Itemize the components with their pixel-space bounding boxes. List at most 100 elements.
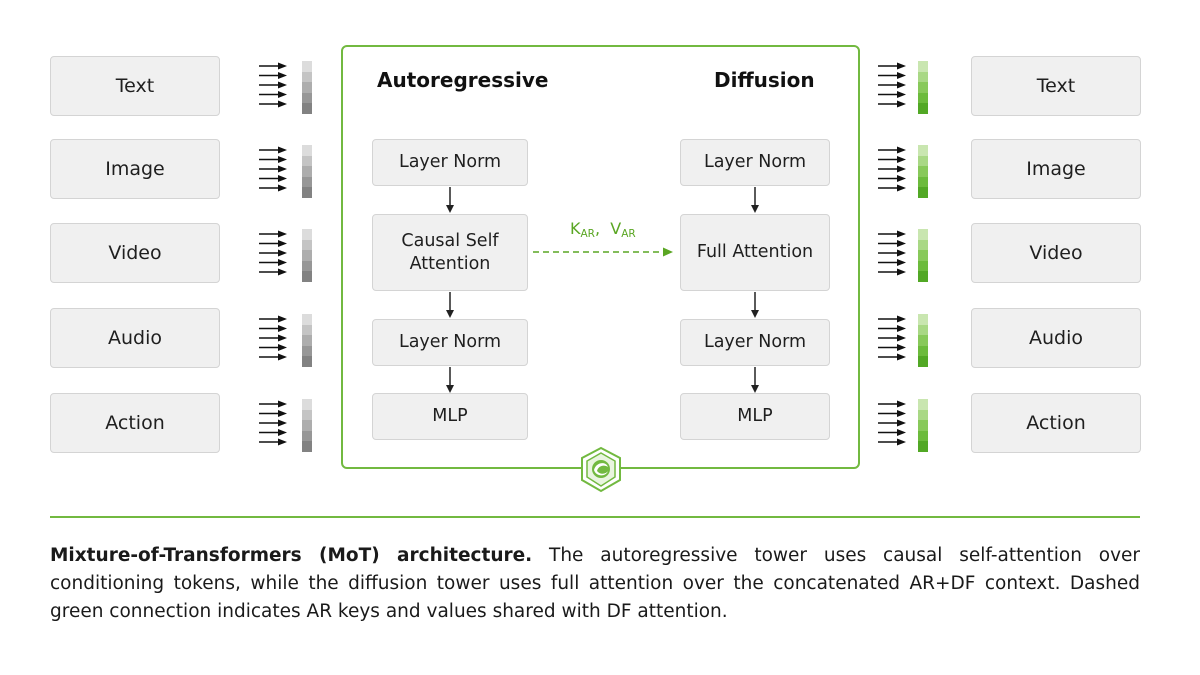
k-subscript: AR (580, 228, 595, 240)
token-cell (302, 409, 312, 420)
v-letter: V (610, 219, 622, 238)
ar-layer-norm-2: Layer Norm (372, 319, 528, 366)
v-subscript: AR (621, 228, 636, 240)
df-layer-norm-2: Layer Norm (680, 319, 830, 366)
token-cell (918, 356, 928, 367)
output-text: Text (971, 56, 1141, 116)
arrow-head (278, 410, 287, 417)
output-video: Video (971, 223, 1141, 283)
arrow-head (278, 325, 287, 332)
output-image: Image (971, 139, 1141, 199)
input-arrows-action-icon (259, 400, 287, 446)
token-cell (918, 430, 928, 441)
token-cell (302, 399, 312, 410)
arrow-head (278, 146, 287, 154)
token-cell (302, 430, 312, 441)
arrow-head (278, 334, 287, 342)
ar-mlp: MLP (372, 393, 528, 440)
arrow-head (897, 315, 906, 323)
token-cell (918, 239, 928, 250)
arrow-head (897, 419, 906, 427)
token-cell (302, 71, 312, 82)
arrow-head (278, 175, 287, 182)
arrow-head (278, 62, 287, 70)
arrow-head (278, 438, 287, 446)
ar-causal-self-attention: Causal Self Attention (372, 214, 528, 291)
token-cell (918, 420, 928, 431)
ar-tower-title: Autoregressive (377, 68, 549, 92)
input-video: Video (50, 223, 220, 283)
token-cell (918, 345, 928, 356)
arrow-head (278, 268, 287, 276)
arrow-head (278, 400, 287, 408)
token-cell (302, 250, 312, 261)
token-cell (918, 82, 928, 93)
token-cell (302, 239, 312, 250)
arrow-head (897, 353, 906, 361)
token-cell (302, 420, 312, 431)
ar-flow-arrow-2-icon (446, 292, 454, 318)
token-cell (302, 324, 312, 335)
caption-divider (50, 516, 1140, 518)
token-cell (918, 250, 928, 261)
output-arrows-video-icon (878, 230, 906, 276)
token-cell (918, 271, 928, 282)
token-cell (302, 92, 312, 103)
output-token-strip (918, 399, 928, 452)
token-cell (302, 176, 312, 187)
token-cell (918, 260, 928, 271)
token-cell (918, 71, 928, 82)
input-arrows-text-icon (259, 62, 287, 108)
caption-text: The autoregressive tower uses causal sel… (50, 545, 1141, 622)
arrow-head (278, 91, 287, 98)
token-cell (918, 176, 928, 187)
arrow-head (278, 72, 287, 79)
arrow-head (278, 353, 287, 361)
token-cell (918, 441, 928, 452)
input-token-strip (302, 314, 312, 367)
arrow-head (897, 438, 906, 446)
arrow-head (897, 268, 906, 276)
df-mlp: MLP (680, 393, 830, 440)
arrow-head (278, 259, 287, 266)
input-text: Text (50, 56, 220, 116)
input-token-strip (302, 145, 312, 198)
token-cell (302, 187, 312, 198)
ar-layer-norm-1: Layer Norm (372, 139, 528, 186)
arrow-head (897, 249, 906, 257)
arrow-head (897, 146, 906, 154)
arrow-head (278, 165, 287, 173)
arrow-head (278, 240, 287, 247)
df-flow-arrow-3-icon (751, 367, 759, 393)
token-cell (302, 356, 312, 367)
input-audio: Audio (50, 308, 220, 368)
arrow-head (278, 230, 287, 238)
arrow-head (278, 344, 287, 351)
arrow-head (897, 410, 906, 417)
token-cell (918, 155, 928, 166)
arrow-head (897, 156, 906, 163)
arrow-head (278, 81, 287, 89)
arrow-head (897, 81, 906, 89)
arrow-head (897, 184, 906, 192)
token-cell (302, 155, 312, 166)
input-token-strip (302, 229, 312, 282)
arrow-head (897, 230, 906, 238)
token-cell (918, 229, 928, 240)
arrow-head (278, 100, 287, 108)
token-cell (302, 61, 312, 72)
arrow-head (278, 156, 287, 163)
output-arrows-text-icon (878, 62, 906, 108)
output-audio: Audio (971, 308, 1141, 368)
token-cell (918, 103, 928, 114)
output-arrows-audio-icon (878, 315, 906, 361)
arrow-head (278, 419, 287, 427)
token-cell (918, 166, 928, 177)
output-token-strip (918, 314, 928, 367)
input-image: Image (50, 139, 220, 199)
kv-shared-dashed-arrow-icon (533, 247, 673, 257)
token-cell (918, 187, 928, 198)
arrow-head (897, 72, 906, 79)
df-tower-title: Diffusion (714, 68, 815, 92)
token-cell (918, 145, 928, 156)
